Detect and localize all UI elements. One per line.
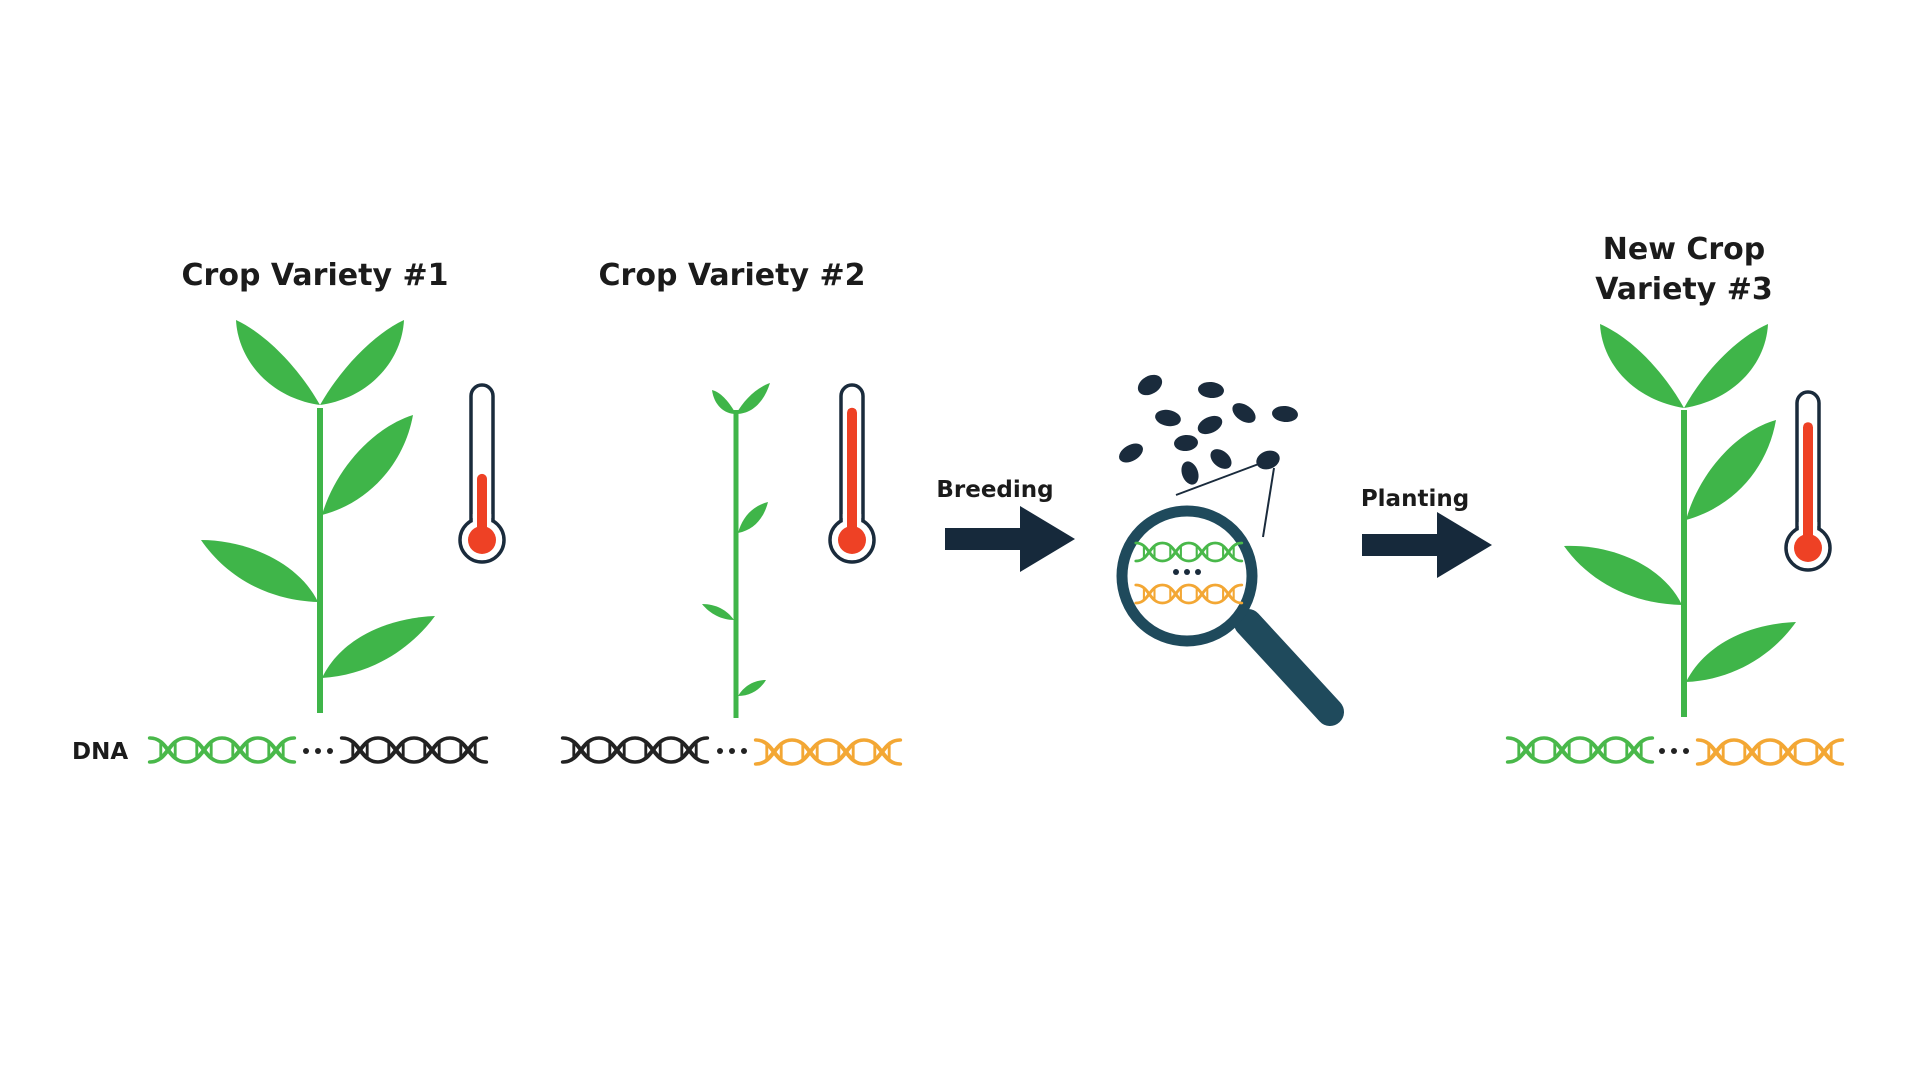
dna-strand-icon-green xyxy=(1508,738,1652,762)
thermometer-mercury xyxy=(477,473,487,540)
leaf xyxy=(322,415,413,515)
leaf xyxy=(702,604,734,620)
thermometer-bulb xyxy=(468,526,496,554)
ellipsis-dots xyxy=(1659,748,1689,754)
plant-icon-variety3 xyxy=(1564,324,1796,717)
seed-icon xyxy=(1198,381,1224,399)
leaf xyxy=(236,320,320,405)
seed-icon xyxy=(1210,449,1232,469)
thermometer-bulb xyxy=(838,526,866,554)
thermometer-icon-variety3 xyxy=(1784,390,1832,572)
plant-icon-variety1 xyxy=(201,320,435,713)
seed-icon xyxy=(1232,403,1256,423)
dna-strand-icon-green xyxy=(150,738,294,762)
seed-icon xyxy=(1119,443,1143,463)
variety3-title-line2: Variety #3 xyxy=(1595,272,1773,307)
thermometer-icon-variety2 xyxy=(828,383,876,564)
leaf xyxy=(1684,324,1768,408)
leaf xyxy=(1564,545,1682,605)
seed-icon xyxy=(1256,450,1280,470)
ellipsis-dots xyxy=(303,748,333,754)
plant-icon-variety2 xyxy=(702,383,770,718)
thermometer-icon-variety1 xyxy=(458,383,506,564)
leaf xyxy=(736,383,770,414)
seed-icon xyxy=(1181,461,1199,485)
seed-icon xyxy=(1174,434,1198,452)
seed-pile xyxy=(1119,374,1298,485)
dna-row-variety2 xyxy=(563,738,900,764)
dna-strand-icon-orange xyxy=(1698,740,1842,764)
variety2-title: Crop Variety #2 xyxy=(598,258,866,293)
magnifier-lens xyxy=(1116,505,1258,647)
thermometer-mercury xyxy=(847,407,857,540)
dna-label: DNA xyxy=(72,739,129,765)
variety1-title: Crop Variety #1 xyxy=(181,258,449,293)
variety3-title-line1: New Crop xyxy=(1602,232,1766,267)
thermometer-bulb xyxy=(1794,534,1822,562)
arrow-right-icon-planting xyxy=(1362,512,1492,578)
ellipsis-dots xyxy=(1173,569,1201,575)
leaf xyxy=(712,390,736,414)
leaf xyxy=(1600,324,1684,408)
seed-icon xyxy=(1155,409,1181,427)
dna-row-variety1 xyxy=(150,738,486,762)
magnifying-glass-icon xyxy=(1116,461,1344,726)
seed-icon xyxy=(1137,374,1163,396)
dna-row-variety3 xyxy=(1508,738,1842,764)
zoom-line xyxy=(1262,467,1275,538)
magnifier-handle xyxy=(1234,609,1344,726)
dna-strand-icon-black xyxy=(563,738,707,762)
arrow-right-icon-breeding xyxy=(945,506,1075,572)
ellipsis-dots xyxy=(717,748,747,754)
leaf xyxy=(201,540,318,602)
leaf xyxy=(320,320,404,405)
dna-strand-icon-orange xyxy=(756,740,900,764)
seed-icon xyxy=(1197,415,1223,435)
planting-label: Planting xyxy=(1360,486,1470,512)
zoom-line xyxy=(1175,461,1265,496)
breeding-label: Breeding xyxy=(936,477,1054,503)
dna-strand-icon-black xyxy=(342,738,486,762)
leaf xyxy=(738,502,768,533)
leaf xyxy=(738,680,766,696)
thermometer-mercury xyxy=(1803,422,1813,548)
leaf xyxy=(1686,420,1776,520)
seed-icon xyxy=(1272,405,1298,423)
leaf xyxy=(1686,622,1796,682)
leaf xyxy=(322,616,435,678)
